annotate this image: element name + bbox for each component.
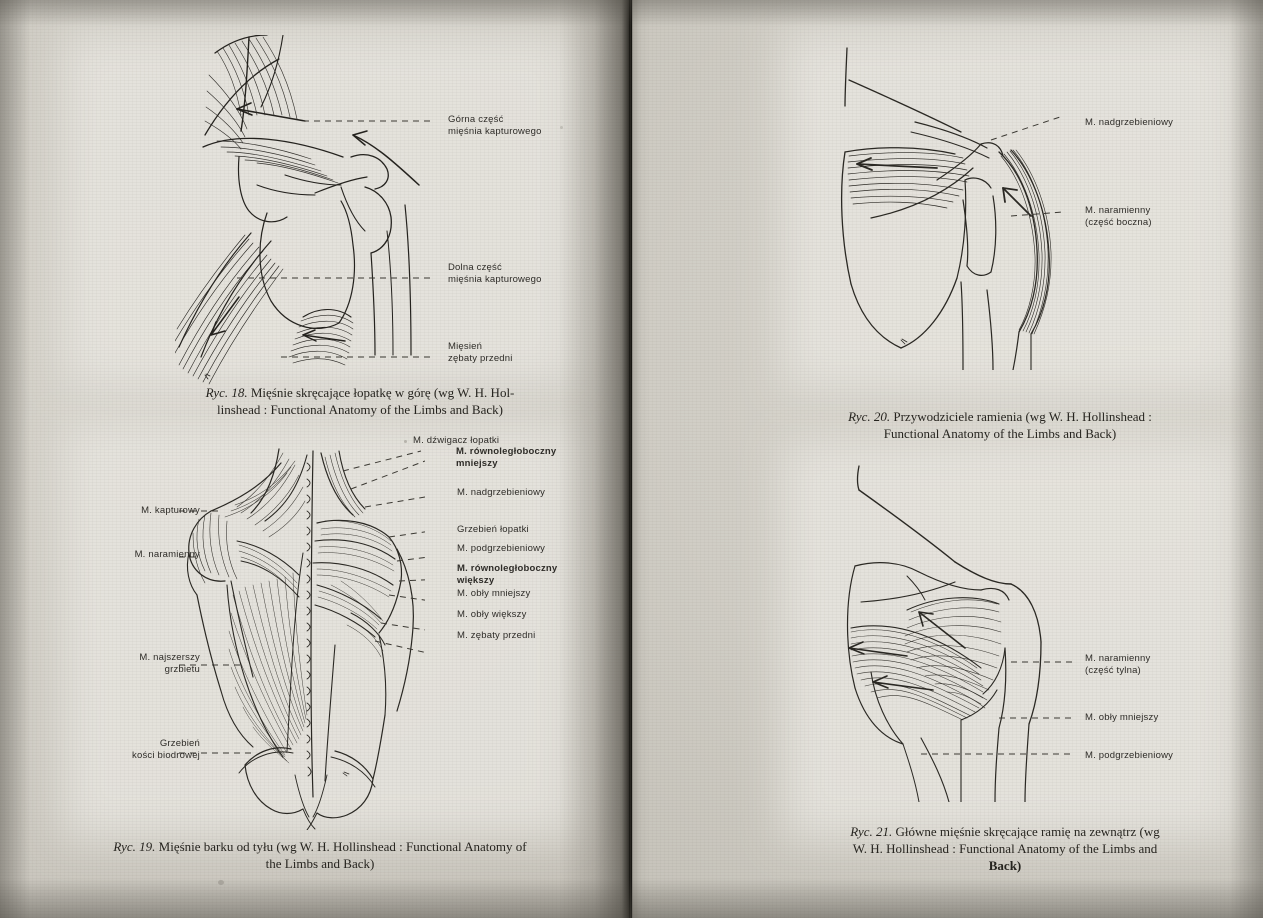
figure-ryc-21 — [815, 462, 1075, 802]
label-18-upper-trapezius: Górna część mięśnia kapturowego — [448, 114, 542, 137]
scan-speck — [218, 880, 224, 885]
label-21-infraspinatus: M. podgrzebieniowy — [1085, 750, 1174, 761]
label-19-supraspinatus: M. nadgrzebieniowy — [457, 487, 546, 498]
caption-18-id: Ryc. 18. — [205, 385, 248, 400]
caption-19-line2: the Limbs and Back) — [265, 856, 375, 871]
figure-19-illustration — [175, 445, 425, 830]
caption-ryc-19: Ryc. 19. Mięśnie barku od tyłu (wg W. H.… — [55, 838, 585, 872]
label-19-spine-of-scapula: Grzebień łopatki — [457, 524, 529, 535]
caption-21-line2: W. H. Hollinshead : Functional Anatomy o… — [852, 841, 1158, 856]
figure-ryc-20 — [815, 40, 1065, 370]
label-18-serratus-anterior: Mięsień zębaty przedni — [448, 341, 513, 364]
scan-speck — [404, 440, 407, 443]
label-21-teres-minor: M. obły mniejszy — [1085, 712, 1159, 723]
figure-21-illustration — [815, 462, 1075, 802]
label-19-iliac-crest: Grzebień kości biodrowej — [132, 738, 200, 761]
label-19-serratus-anterior: M. zębaty przedni — [457, 630, 536, 641]
caption-20-line2: Functional Anatomy of the Limbs and Back… — [883, 426, 1117, 441]
caption-20-id: Ryc. 20. — [848, 409, 891, 424]
label-20-deltoid-lateral: M. naramienny (część boczna) — [1085, 205, 1152, 228]
label-19-rhomboid-major: M. równoległoboczny większy — [457, 563, 558, 586]
label-18-lower-trapezius: Dolna część mięśnia kapturowego — [448, 262, 542, 285]
label-19-teres-minor: M. obły mniejszy — [457, 588, 531, 599]
label-19-deltoid: M. naramienny — [134, 549, 200, 560]
figure-20-illustration — [815, 40, 1065, 370]
label-19-teres-major: M. obły większy — [457, 609, 527, 620]
caption-18-line1: Mięśnie skręcające łopatkę w górę (wg W.… — [250, 385, 515, 400]
caption-19-line1: Mięśnie barku od tyłu (wg W. H. Hollinsh… — [158, 839, 527, 854]
caption-ryc-18: Ryc. 18. Mięśnie skręcające łopatkę w gó… — [130, 384, 590, 418]
label-20-supraspinatus: M. nadgrzebieniowy — [1085, 117, 1174, 128]
figure-18-illustration — [175, 35, 435, 385]
caption-20-line1: Przywodziciele ramienia (wg W. H. Hollin… — [893, 409, 1152, 424]
figure-ryc-19 — [175, 445, 425, 830]
caption-ryc-20: Ryc. 20. Przywodziciele ramienia (wg W. … — [770, 408, 1230, 442]
scan-speck — [560, 126, 563, 129]
caption-18-line2: linshead : Functional Anatomy of the Lim… — [217, 402, 503, 417]
label-19-levator-scapulae: M. dźwigacz łopatki — [413, 435, 500, 446]
caption-21-id: Ryc. 21. — [850, 824, 893, 839]
caption-21-line1: Główne mięśnie skręcające ramię na zewną… — [895, 824, 1160, 839]
label-19-latissimus-dorsi: M. najszerszy grzbietu — [139, 652, 200, 675]
figure-ryc-18 — [175, 35, 435, 385]
label-19-infraspinatus: M. podgrzebieniowy — [457, 543, 546, 554]
label-19-rhomboid-minor: M. równoległoboczny mniejszy — [456, 446, 557, 469]
label-21-deltoid-posterior: M. naramienny (część tylna) — [1085, 653, 1151, 676]
caption-19-id: Ryc. 19. — [113, 839, 156, 854]
caption-ryc-21: Ryc. 21. Główne mięśnie skręcające ramię… — [770, 823, 1240, 874]
label-19-trapezius: M. kapturowy — [141, 505, 200, 516]
caption-21-line3: Back) — [988, 858, 1022, 873]
